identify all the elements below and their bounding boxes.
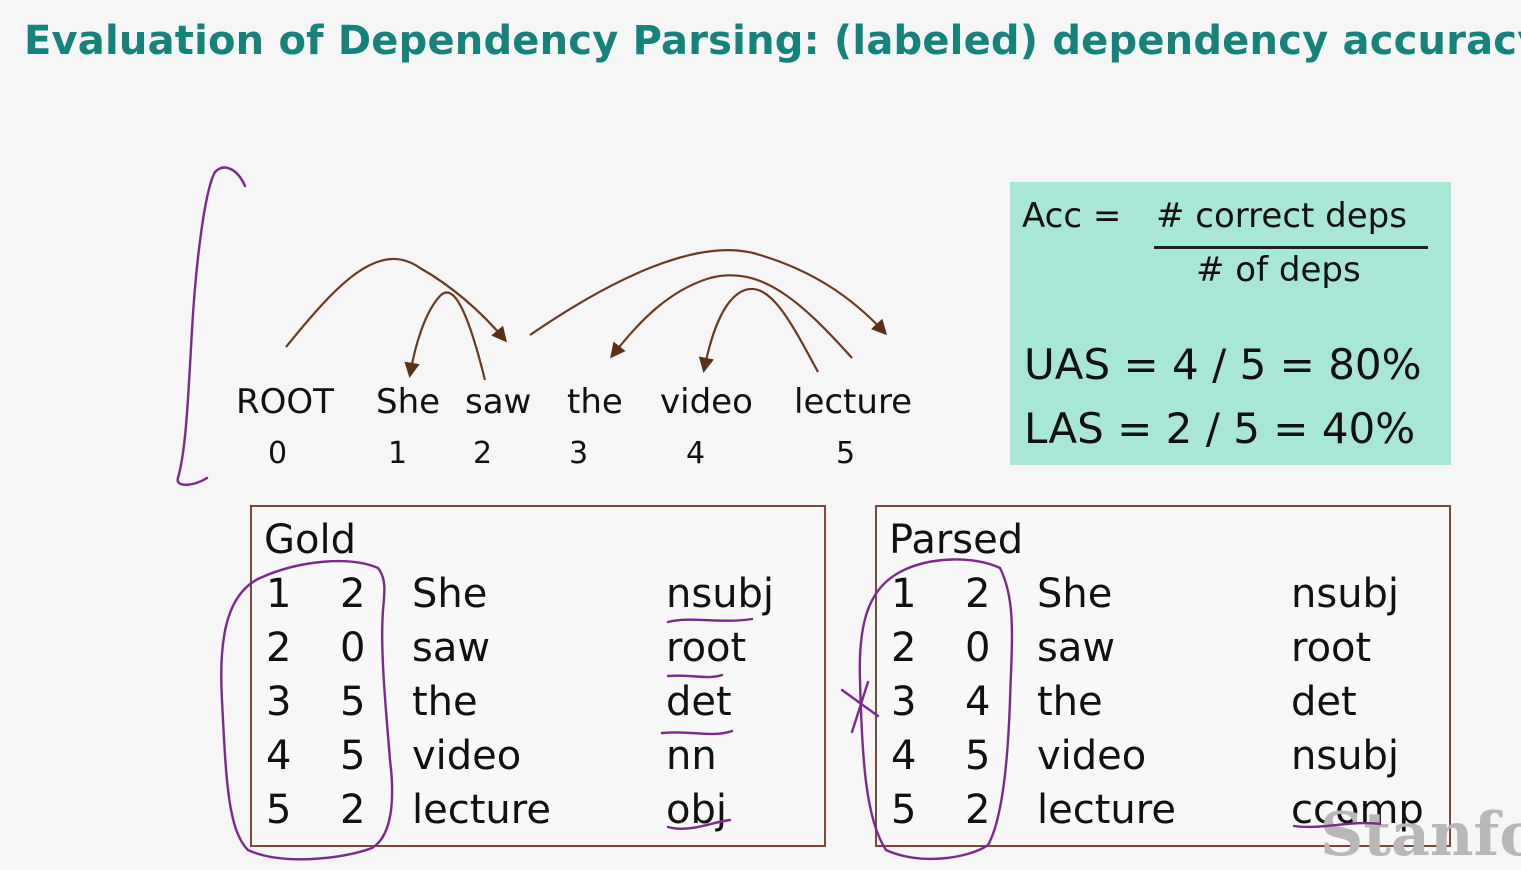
gold-row-3-word: the	[412, 679, 478, 725]
las-score: LAS = 2 / 5 = 40%	[1024, 404, 1416, 453]
parsed-row-2-head: 0	[965, 625, 991, 671]
parsed-row-1-label: nsubj	[1291, 571, 1400, 617]
gold-row-4-dep: 4	[266, 733, 292, 779]
gold-row-1-word: She	[412, 571, 488, 617]
arc-lecture-the	[610, 274, 853, 359]
accuracy-box: Acc = # correct deps # of deps UAS = 4 /…	[1010, 182, 1451, 465]
word-lecture: lecture	[794, 382, 913, 422]
acc-numerator: # correct deps	[1156, 196, 1407, 236]
parsed-row-3-label: det	[1291, 679, 1357, 725]
parsed-row-1-word: She	[1037, 571, 1113, 617]
gold-row-3-head: 5	[340, 679, 366, 725]
gold-row-4-head: 5	[340, 733, 366, 779]
index-4: 4	[686, 436, 706, 471]
word-saw: saw	[465, 382, 532, 422]
gold-row-1-label: nsubj	[666, 571, 775, 617]
gold-row-3-label: det	[666, 679, 732, 725]
parsed-row-4-label: nsubj	[1291, 733, 1400, 779]
fraction-bar	[1154, 246, 1428, 249]
gold-row-1-head: 2	[340, 571, 366, 617]
gold-row-5-word: lecture	[412, 787, 551, 833]
gold-row-5-label: obj	[666, 787, 727, 833]
arc-saw-she	[404, 291, 487, 381]
stanford-watermark: Stanfor	[1320, 800, 1521, 870]
index-3: 3	[569, 436, 589, 471]
parsed-row-5-head: 2	[965, 787, 991, 833]
parsed-row-4-word: video	[1037, 733, 1147, 779]
uas-score: UAS = 4 / 5 = 80%	[1024, 340, 1422, 389]
index-1: 1	[388, 436, 408, 471]
acc-label: Acc =	[1022, 196, 1122, 236]
gold-row-5-dep: 5	[266, 787, 292, 833]
gold-table: Gold 1 2 She nsubj 2 0 saw root 3 5 the det 4 5 video n…	[250, 505, 826, 847]
parsed-row-3-head: 4	[965, 679, 991, 725]
acc-denominator: # of deps	[1196, 250, 1361, 290]
word-video: video	[660, 382, 753, 422]
parsed-row-1-head: 2	[965, 571, 991, 617]
parsed-row-2-word: saw	[1037, 625, 1116, 671]
parsed-row-4-head: 5	[965, 733, 991, 779]
gold-row-3-dep: 3	[266, 679, 292, 725]
parsed-row-5-dep: 5	[891, 787, 917, 833]
parsed-table: Parsed 1 2 She nsubj 2 0 saw root 3 4 the det 4 5 vide…	[875, 505, 1451, 847]
gold-row-1-dep: 1	[266, 571, 292, 617]
parsed-row-1-dep: 1	[891, 571, 917, 617]
parsed-row-3-word: the	[1037, 679, 1103, 725]
x-mark-1	[840, 688, 880, 718]
parsed-row-2-label: root	[1291, 625, 1372, 671]
parsed-row-2-dep: 2	[891, 625, 917, 671]
slide-title: Evaluation of Dependency Parsing: (label…	[24, 18, 1521, 64]
gold-row-4-word: video	[412, 733, 522, 779]
gold-row-2-label: root	[666, 625, 747, 671]
word-root: ROOT	[236, 382, 334, 422]
index-2: 2	[473, 436, 493, 471]
arc-lecture-video	[698, 287, 819, 374]
parsed-row-3-dep: 3	[891, 679, 917, 725]
arc-saw-lecture	[529, 249, 888, 336]
gold-row-2-head: 0	[340, 625, 366, 671]
gold-row-5-head: 2	[340, 787, 366, 833]
gold-row-2-word: saw	[412, 625, 491, 671]
gold-row-4-label: nn	[666, 733, 717, 779]
word-she: She	[376, 382, 441, 422]
index-5: 5	[836, 436, 856, 471]
arc-root-saw	[285, 257, 507, 348]
big-bracket	[176, 166, 247, 486]
x-mark-2	[850, 680, 870, 734]
parsed-row-5-word: lecture	[1037, 787, 1176, 833]
parsed-row-4-dep: 4	[891, 733, 917, 779]
gold-title: Gold	[264, 517, 356, 563]
word-the: the	[567, 382, 623, 422]
gold-row-2-dep: 2	[266, 625, 292, 671]
index-0: 0	[268, 436, 288, 471]
parsed-title: Parsed	[889, 517, 1024, 563]
